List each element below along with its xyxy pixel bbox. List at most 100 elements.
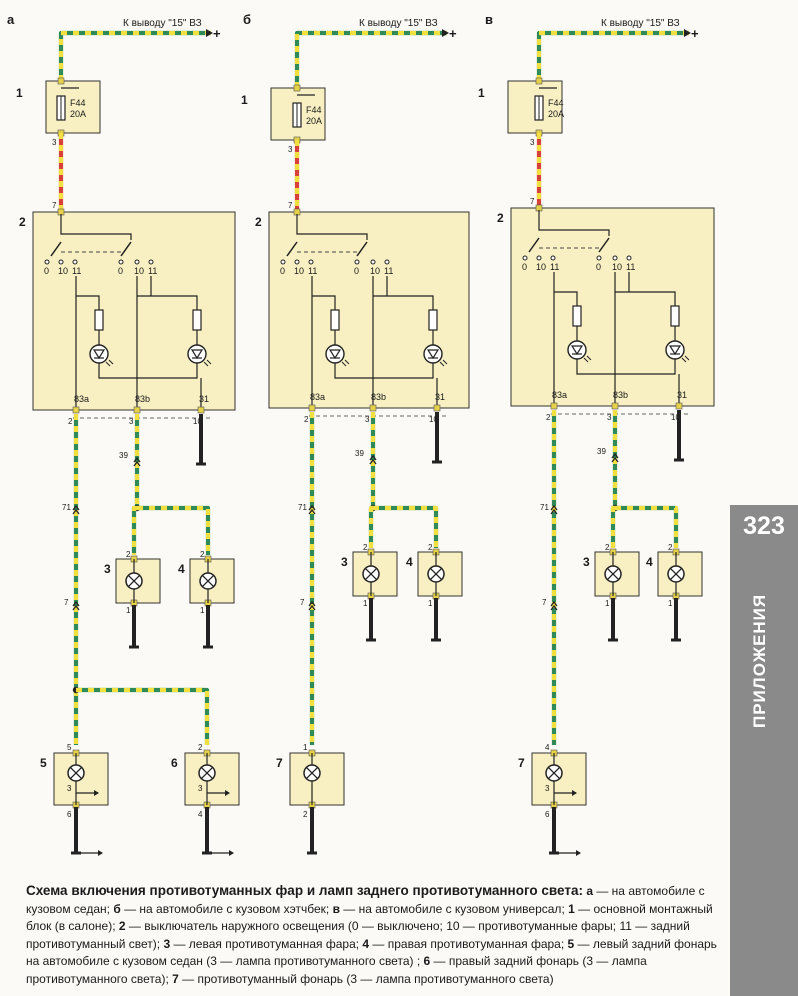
pin-label: 3 (545, 784, 550, 793)
caption-desc: — противотуманный фонарь (3 — лампа прот… (178, 971, 554, 986)
led-diode (668, 345, 682, 356)
light-switch-block (510, 207, 715, 407)
right-rear-wire (76, 687, 210, 745)
arrow-icon (225, 790, 230, 796)
output-label: 83a (74, 394, 89, 404)
switch-lever (356, 241, 368, 257)
output-label: 31 (435, 392, 445, 402)
wire-stripe (137, 505, 211, 555)
connector-chevron (550, 600, 558, 611)
supply-plus: + (213, 26, 221, 41)
connector-label: 39 (119, 451, 128, 460)
lamp-cross (305, 766, 319, 780)
caption-desc: — левая противотуманная фара; (170, 936, 363, 951)
component-number: 7 (276, 756, 283, 770)
pin-label: 1 (605, 599, 610, 608)
pin-label: 6 (545, 810, 550, 819)
pin-label: 1 (200, 606, 205, 615)
component-number: 2 (497, 211, 504, 225)
caption-key: в (332, 901, 340, 916)
page-number: 323 (743, 512, 785, 540)
pin-terminal (535, 77, 543, 85)
led-rays (341, 359, 350, 367)
lamp-cross (127, 574, 141, 588)
pin-label: 3 (365, 415, 370, 424)
output-label: 83b (135, 394, 150, 404)
switch-position-label: 11 (308, 266, 317, 276)
left-fog-wire (610, 505, 616, 548)
supply-wire (536, 30, 689, 81)
supply-wire (294, 30, 447, 88)
caption-desc: — правая противотуманная фара; (369, 936, 568, 951)
fuse-rating: 20A (306, 116, 322, 126)
component-number: 2 (255, 215, 262, 229)
arrow-icon (442, 29, 449, 37)
connector-chevron (72, 600, 80, 611)
component-number: 4 (646, 555, 653, 569)
caption-desc: — левый задний фонарь на автомобиле с ку… (26, 936, 717, 969)
resistor-icon (192, 309, 202, 331)
wire-stripe (58, 30, 211, 81)
arrow-icon (98, 850, 103, 856)
pin-label: 3 (607, 413, 612, 422)
lamp-cross (69, 766, 83, 780)
pin-terminal (293, 84, 301, 92)
switch-position-label: 10 (536, 262, 546, 272)
caption-key: б (113, 901, 121, 916)
indicator-led (187, 344, 207, 364)
right-fog-wire (373, 505, 439, 548)
indicator-led (567, 340, 587, 360)
switch-contact (612, 255, 618, 261)
component-number: 5 (40, 756, 47, 770)
connector-label: 7 (300, 598, 305, 607)
pin-label: 7 (530, 197, 535, 206)
component-number: 3 (104, 562, 111, 576)
led-diode (426, 349, 440, 360)
switch-position-label: 10 (134, 266, 144, 276)
connector-label: 7 (64, 598, 69, 607)
switch-contact (148, 259, 154, 265)
switch-position-label: 0 (522, 262, 527, 272)
wire-base (615, 505, 679, 548)
wire-stripe (294, 30, 447, 88)
pin-label: 1 (668, 599, 673, 608)
wire-base (373, 505, 439, 548)
switch-contact (44, 259, 50, 265)
switch-position-label: 0 (596, 262, 601, 272)
fuse-name: F44 (70, 98, 86, 108)
supply-wire (58, 30, 211, 81)
resistor-icon (670, 305, 680, 327)
pin-label: 10 (429, 415, 438, 424)
component-number: 6 (171, 756, 178, 770)
caption-key: 7 (172, 971, 179, 986)
pin-label: 4 (198, 810, 203, 819)
arrow-icon (206, 29, 213, 37)
supply-plus: + (449, 26, 457, 41)
switch-lever (50, 241, 62, 257)
pin-label: 3 (129, 417, 134, 426)
arrow-icon (572, 790, 577, 796)
pin-label: 2 (303, 810, 308, 819)
arrow-icon (576, 850, 581, 856)
pin-label: 2 (546, 413, 551, 422)
output-label: 83b (613, 390, 628, 400)
fuse-name: F44 (548, 98, 564, 108)
arrow-icon (94, 790, 99, 796)
connector-chevron (369, 454, 377, 465)
switch-position-label: 0 (354, 266, 359, 276)
switch-position-label: 0 (44, 266, 49, 276)
pin-label: 2 (304, 415, 309, 424)
led-rays (583, 355, 592, 363)
pin-terminal (675, 402, 683, 410)
component-number: 4 (178, 562, 185, 576)
pin-label: 1 (428, 599, 433, 608)
switch-contact (596, 255, 602, 261)
internal-line (76, 295, 100, 310)
switch-common-line (296, 214, 368, 240)
arrow-icon (684, 29, 691, 37)
variant-label: а (7, 12, 15, 27)
pin-label: 3 (52, 138, 57, 147)
